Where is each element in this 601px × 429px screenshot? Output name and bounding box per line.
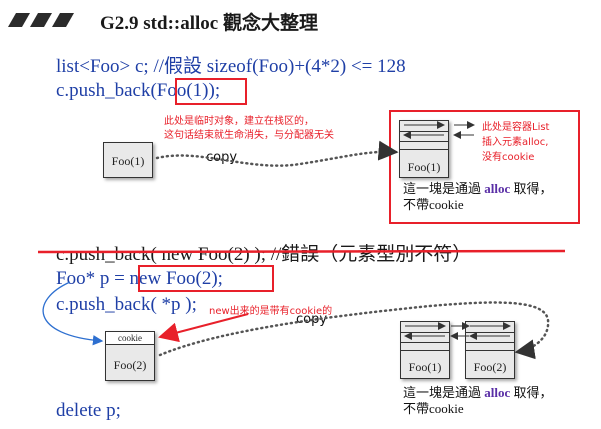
caption-bottom-no-cookie: 不帶cookie xyxy=(403,401,464,416)
header-bars-icon xyxy=(8,13,74,27)
code-line-list-decl: list<Foo> c; //假設 sizeof(Foo)+(4*2) <= 1… xyxy=(56,56,406,77)
list-node-foo1-b: Foo(1) xyxy=(400,321,450,379)
temp-foo1-box: Foo(1) xyxy=(103,142,153,178)
copy-label-bottom: copy xyxy=(296,312,328,327)
code-line-push-deref: c.push_back( *p ); xyxy=(56,294,197,315)
heap-foo2-label: Foo(2) xyxy=(113,358,147,372)
caption-top-text-a: 這一塊是通過 xyxy=(403,181,485,196)
list-node-foo1-label: Foo(1) xyxy=(407,160,441,174)
highlight-new-expression-box xyxy=(138,265,274,292)
copy-arrow-top xyxy=(155,140,399,167)
highlight-temp-object-box xyxy=(175,78,247,105)
note-container-list: 此处是容器List 插入元素alloc, 没有cookie xyxy=(482,122,550,163)
caption-bottom-alloc-word: alloc xyxy=(484,385,511,400)
code-push-back-suffix: ); xyxy=(208,80,221,101)
highlight-container-node-box xyxy=(389,110,580,224)
list-node-foo1: Foo(1) xyxy=(399,120,449,178)
code-pointer-decl: Foo* p = xyxy=(56,268,130,289)
code-line-wrong-push: c.push_back( new Foo(2) ); //錯誤（元素型別不符） xyxy=(56,244,472,265)
slide-title: G2.9 std::alloc 觀念大整理 xyxy=(100,13,318,34)
caption-top-text-b: 取得， xyxy=(510,181,553,196)
code-new-foo2: new Foo(2); xyxy=(129,268,223,289)
list-node-foo1-b-label: Foo(1) xyxy=(408,360,442,374)
list-node-foo2-label: Foo(2) xyxy=(473,360,507,374)
caption-top-no-cookie: 不帶cookie xyxy=(403,197,464,212)
caption-top-alloc: 這一塊是通過 alloc 取得， 不帶cookie xyxy=(403,181,553,213)
caption-bottom-text-a: 這一塊是通過 xyxy=(403,385,485,400)
list-node-foo2: Foo(2) xyxy=(465,321,515,379)
code-line-delete: delete p; xyxy=(56,400,121,421)
caption-bottom-text-b: 取得， xyxy=(510,385,553,400)
heap-foo2-block: cookie Foo(2) xyxy=(105,331,155,381)
cookie-header: cookie xyxy=(106,332,154,345)
code-push-back-prefix: c.push_back( xyxy=(56,80,157,101)
caption-bottom-alloc: 這一塊是通過 alloc 取得， 不帶cookie xyxy=(403,385,553,417)
copy-label-top: copy xyxy=(206,150,238,165)
code-temp-foo1: Foo(1) xyxy=(156,80,209,101)
code-line-push-back-temp: c.push_back(Foo(1)); xyxy=(56,80,220,102)
caption-top-alloc-word: alloc xyxy=(484,181,511,196)
note-temp-object: 此处是临时对象，建立在栈区的， 这句话结束就生命消失，与分配器无关 xyxy=(164,116,334,141)
